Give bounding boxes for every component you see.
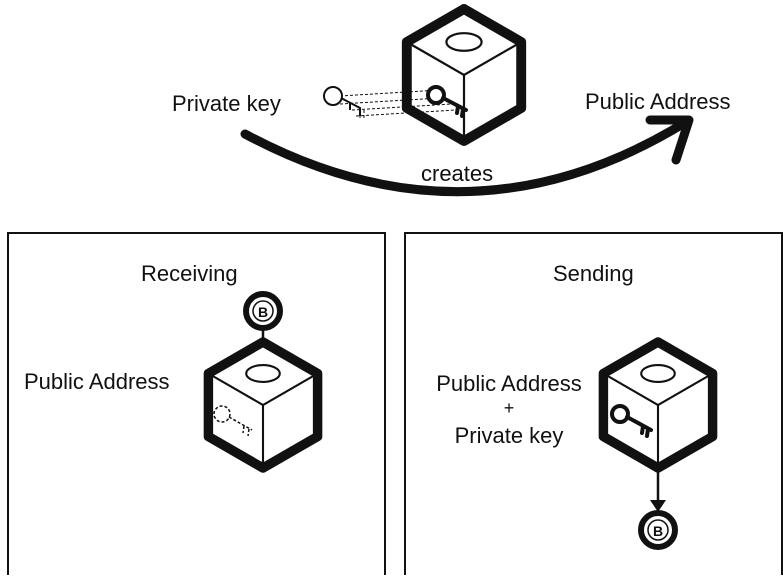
creates-arrow (240, 115, 694, 197)
sending-panel (404, 232, 783, 580)
top-cube (407, 9, 521, 141)
sending-arrow (650, 468, 666, 512)
receiving-coin-icon: B (243, 291, 283, 331)
public-address-label: Public Address (585, 89, 731, 114)
ghost-key-icon (213, 405, 253, 437)
sending-line2-label: Private key (454, 423, 564, 448)
key-in-cube-icon (426, 85, 468, 118)
sending-coin-icon: B (638, 510, 678, 550)
receiving-coin-symbol: B (258, 304, 268, 320)
sending-key-icon (610, 404, 653, 438)
receiving-title: Receiving (141, 261, 238, 286)
sending-plus-label: + (503, 398, 515, 418)
key-insert-icon (323, 86, 457, 118)
receiving-panel (7, 232, 386, 580)
sending-title: Sending (553, 261, 634, 286)
sending-coin-symbol: B (653, 523, 663, 539)
receiving-cube (208, 342, 317, 468)
receiving-public-address-label: Public Address (24, 369, 170, 394)
sending-line1-label: Public Address (436, 371, 582, 396)
creates-label: creates (421, 161, 494, 186)
private-key-label: Private key (172, 91, 281, 116)
